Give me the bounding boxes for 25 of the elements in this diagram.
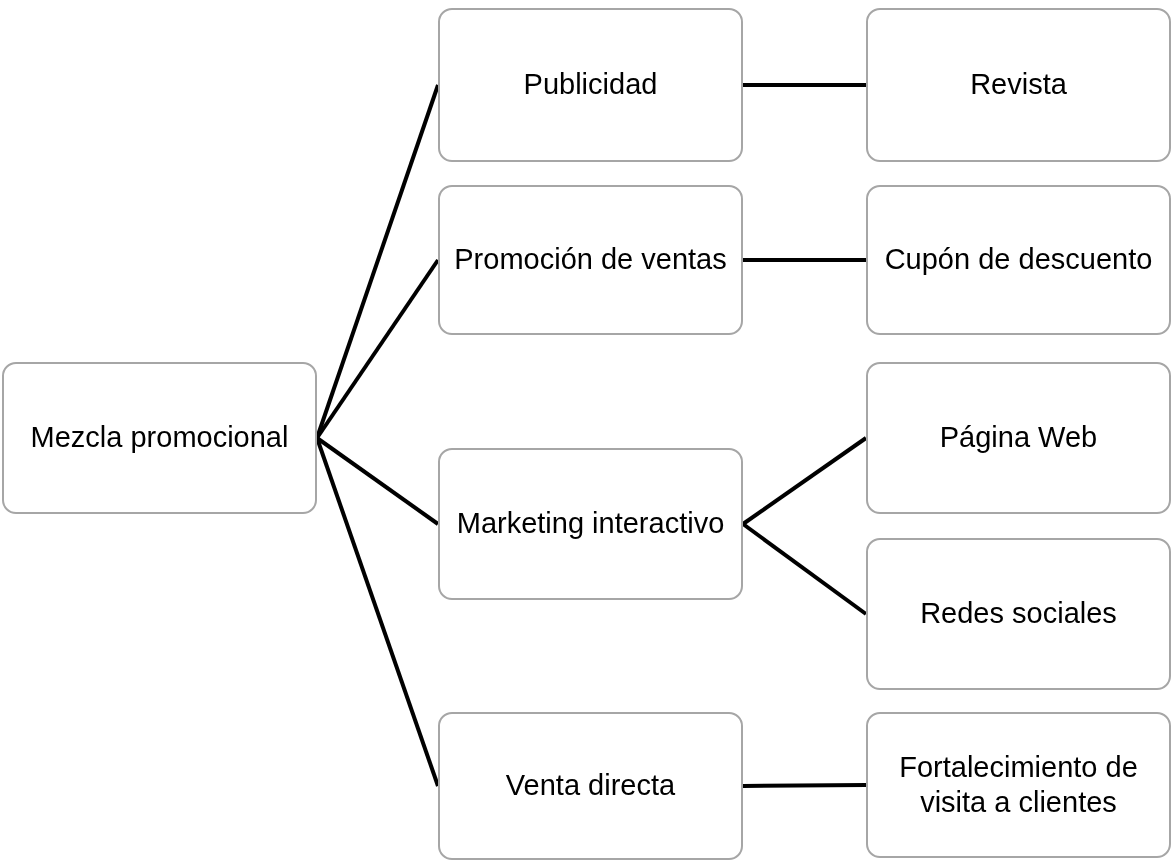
connector-line [741, 436, 868, 526]
box-label: Página Web [939, 420, 1098, 456]
box-label: Venta directa [505, 768, 676, 804]
box-label: Revista [970, 67, 1067, 103]
box-label: Fortalecimiento de visita a clientes [898, 749, 1139, 820]
connector-line [743, 783, 866, 788]
process-box [438, 448, 743, 600]
process-box [866, 185, 1171, 335]
process-box [866, 362, 1171, 514]
process-box [438, 712, 743, 860]
process-box [438, 8, 743, 162]
process-box [438, 185, 743, 335]
box-label: Promoción de ventas [454, 242, 727, 278]
box-label: Marketing interactivo [456, 506, 725, 542]
box-label: Mezcla promocional [30, 420, 289, 456]
process-box [866, 538, 1171, 690]
connector-line [743, 258, 866, 262]
connector-line [741, 522, 868, 616]
box-label: Publicidad [523, 67, 658, 103]
box-label: Cupón de descuento [884, 242, 1153, 278]
connector-line [743, 83, 866, 87]
process-box [2, 362, 317, 514]
process-box [866, 8, 1171, 162]
process-box [866, 712, 1171, 858]
box-label: Redes sociales [920, 596, 1117, 632]
